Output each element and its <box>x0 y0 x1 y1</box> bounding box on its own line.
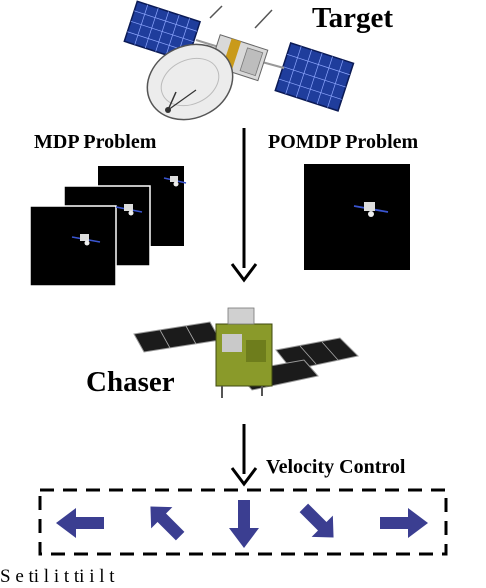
target-label: Target <box>312 2 394 34</box>
right-arrow-icon <box>380 508 428 538</box>
control-arrow-head <box>230 467 258 487</box>
down-left-arrow-icon <box>150 506 185 541</box>
down-right-arrow-icon <box>299 503 334 538</box>
flow-arrow-head <box>230 263 258 283</box>
chaser-label: Chaser <box>86 366 175 398</box>
pomdp-problem-label: POMDP Problem <box>268 131 419 153</box>
down-arrow-icon <box>229 500 259 548</box>
velocity-control-box <box>38 488 448 556</box>
mdp-sat-3 <box>163 176 187 187</box>
target-satellite-icon <box>123 0 355 121</box>
mdp-sat-1 <box>71 234 101 246</box>
mdp-frame-stack <box>29 166 187 287</box>
mdp-sat-2 <box>115 204 143 216</box>
caption-fragment: S e ti l i t ti i l t <box>0 566 115 587</box>
velocity-control-label: Velocity Control <box>266 456 406 478</box>
left-arrow-icon <box>56 508 104 538</box>
chaser-spacecraft-icon <box>133 307 360 398</box>
pomdp-frame <box>304 164 410 270</box>
mdp-problem-label: MDP Problem <box>34 131 157 153</box>
